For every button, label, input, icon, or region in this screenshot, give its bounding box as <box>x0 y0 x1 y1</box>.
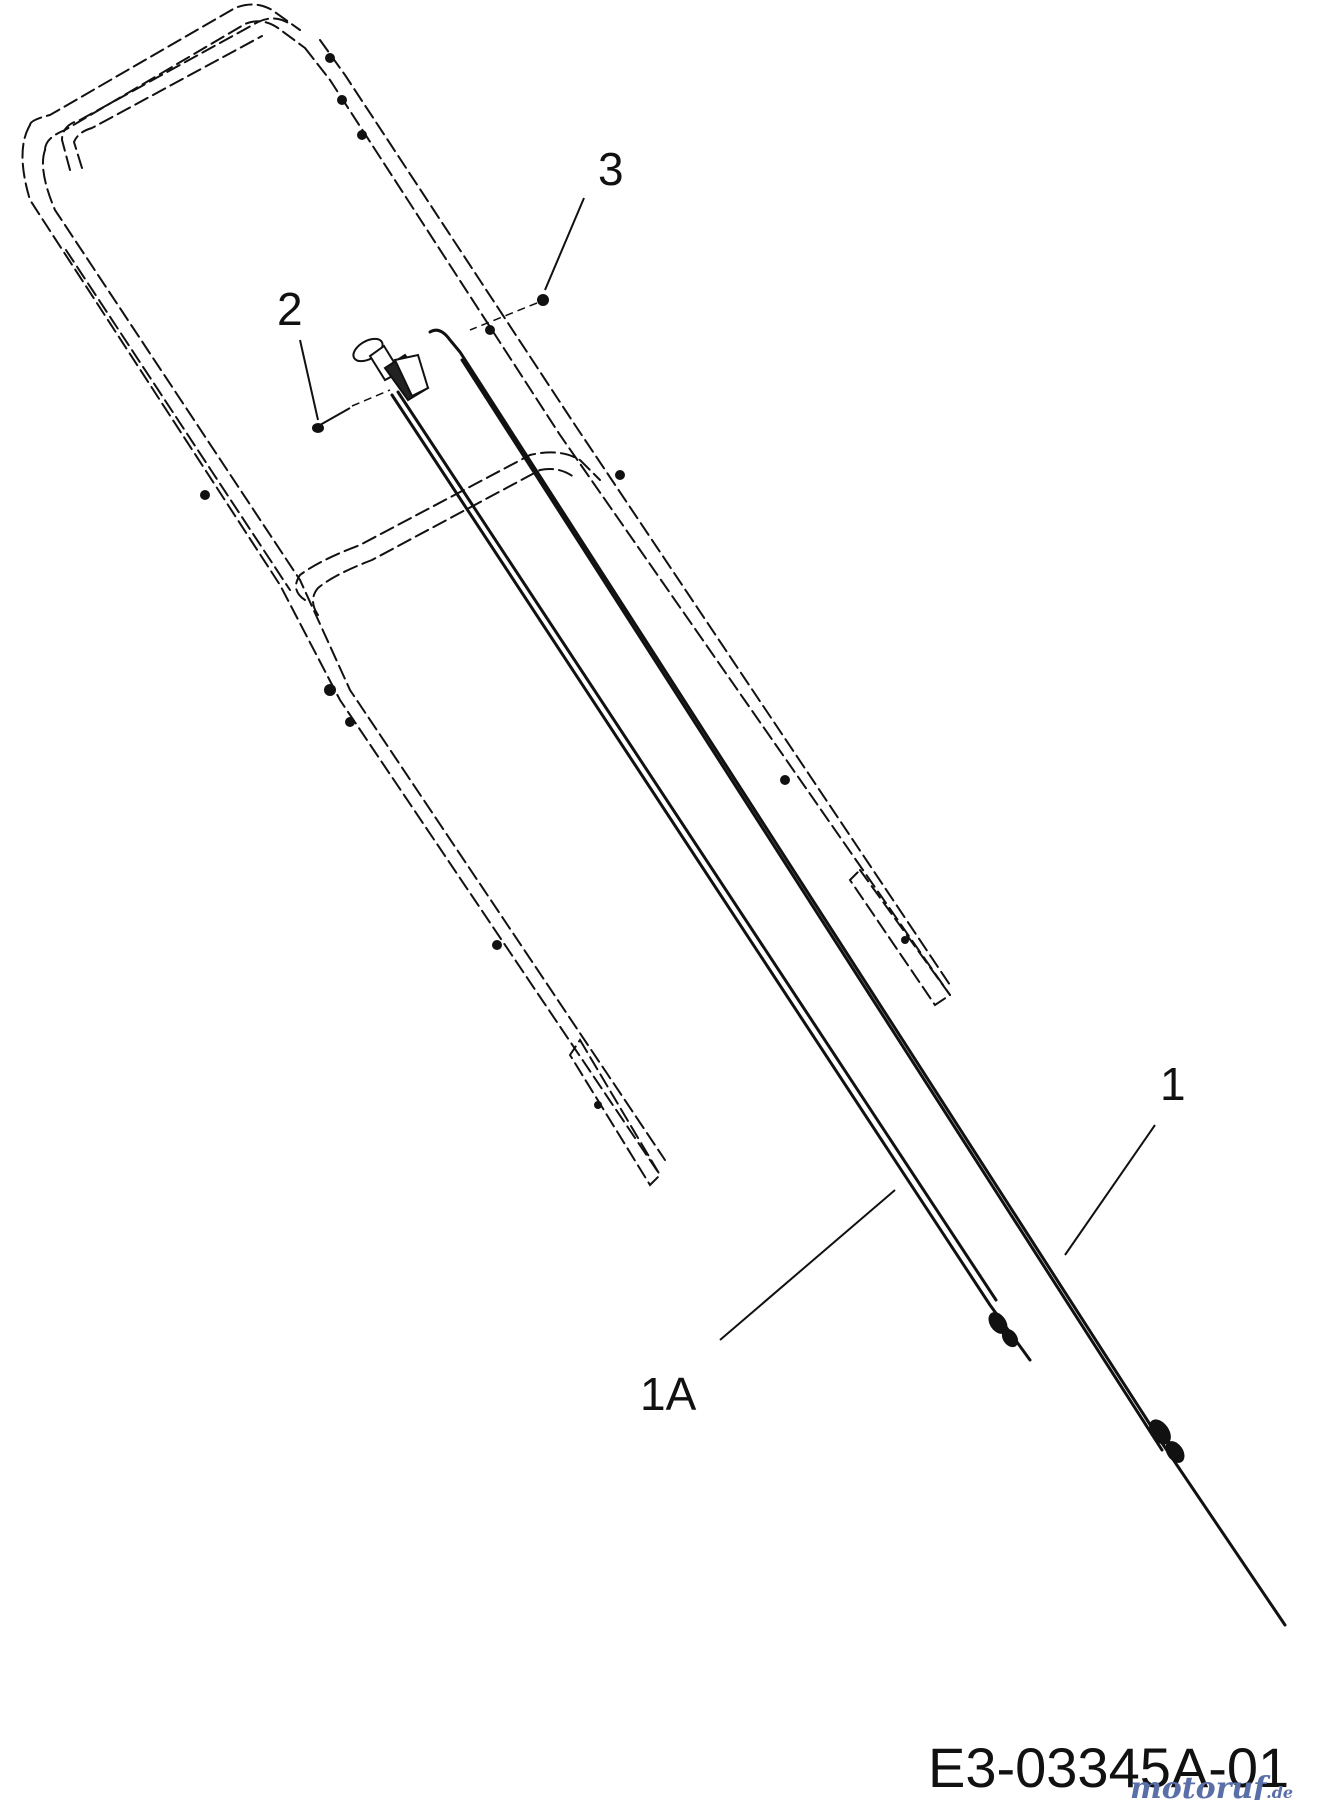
frame-fasteners <box>200 53 909 1109</box>
nut-part-3 <box>469 294 549 331</box>
bolt-axis-dash <box>351 389 391 407</box>
cable-1 <box>428 328 1287 1627</box>
cable-1-end-fitting <box>1149 1419 1185 1463</box>
callout-1: 1 <box>1160 1058 1186 1110</box>
cable-1a-end-fitting <box>988 1312 1019 1348</box>
bolt-part-2 <box>312 407 351 433</box>
callout-3: 3 <box>598 143 624 195</box>
callout-1a: 1A <box>640 1368 697 1420</box>
watermark: motoruf.de <box>1130 1771 1293 1800</box>
diagram-code: E3-03345A-01 <box>928 1736 1289 1799</box>
watermark-text: motoruf <box>1130 1771 1271 1800</box>
throttle-control <box>352 337 430 402</box>
leader-lines <box>299 197 1156 1341</box>
callout-2: 2 <box>277 283 303 335</box>
watermark-suffix: .de <box>1266 1783 1293 1800</box>
